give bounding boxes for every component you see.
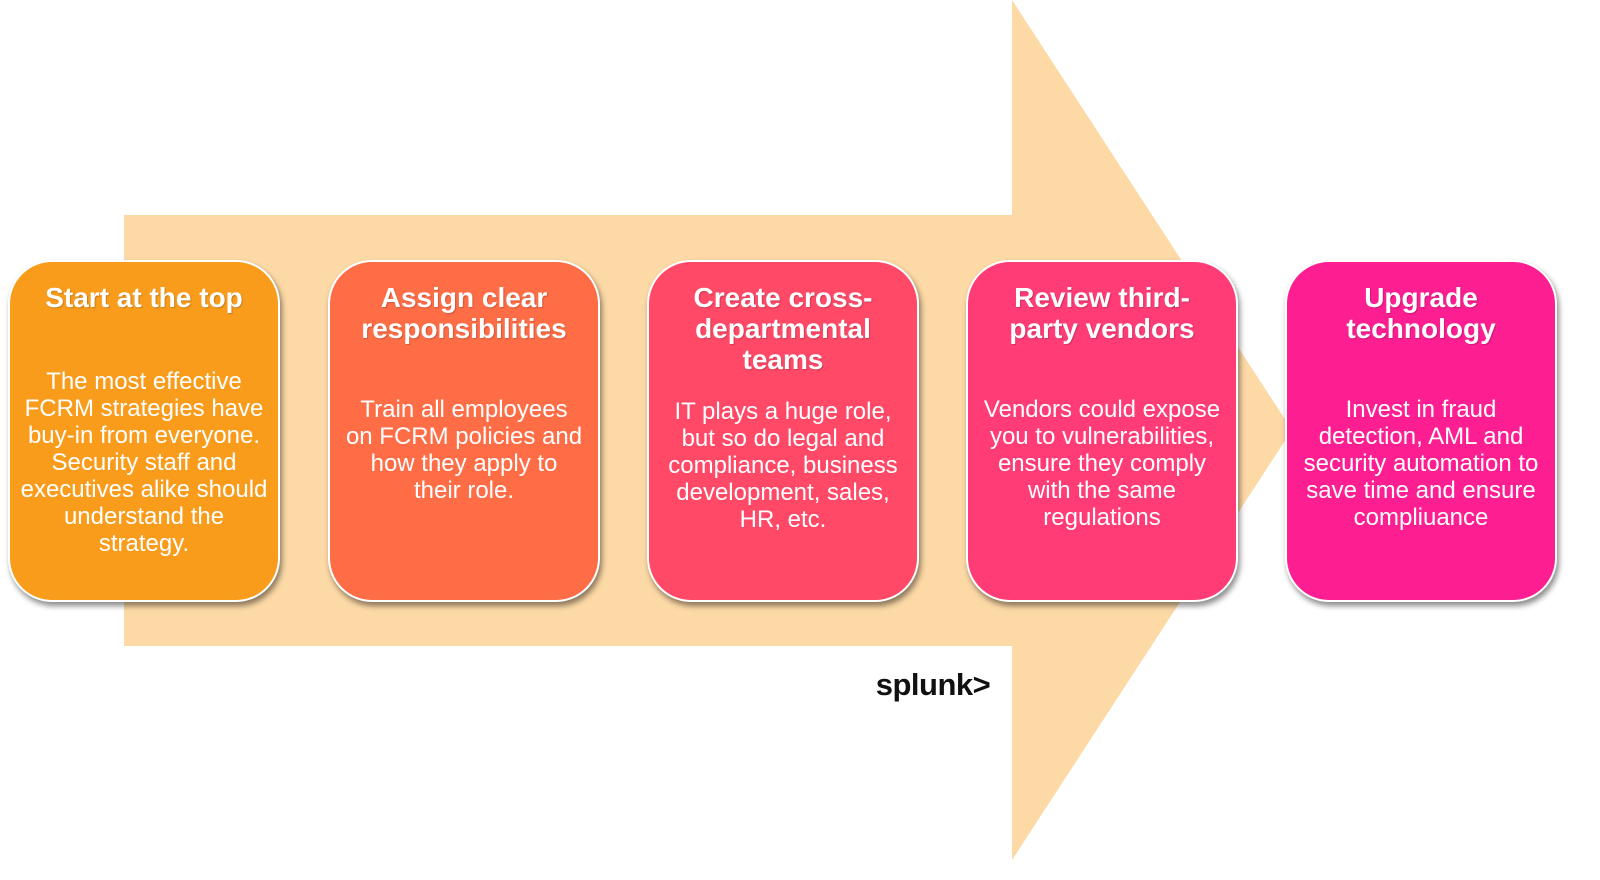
step-title: Assign clear responsibilities — [361, 282, 567, 344]
step-body: Train all employees on FCRM policies and… — [345, 396, 583, 504]
step-body: The most effective FCRM strategies have … — [20, 368, 268, 557]
step-title: Start at the top — [45, 282, 243, 313]
step-title: Upgrade technology — [1346, 282, 1496, 344]
step-card-5: Upgrade technology Invest in fraud detec… — [1285, 260, 1557, 602]
step-body: Invest in fraud detection, AML and secur… — [1303, 396, 1539, 531]
step-card-2: Assign clear responsibilities Train all … — [328, 260, 600, 602]
step-card-3: Create cross-departmental teams IT plays… — [647, 260, 919, 602]
step-card-1: Start at the top The most effective FCRM… — [8, 260, 280, 602]
step-title: Review third-party vendors — [1009, 282, 1195, 344]
step-body: Vendors could expose you to vulnerabilit… — [983, 396, 1221, 531]
step-body: IT plays a huge role, but so do legal an… — [668, 398, 898, 533]
step-card-4: Review third-party vendors Vendors could… — [966, 260, 1238, 602]
splunk-logo: splunk> — [863, 657, 1003, 712]
step-title: Create cross-departmental teams — [693, 282, 873, 375]
